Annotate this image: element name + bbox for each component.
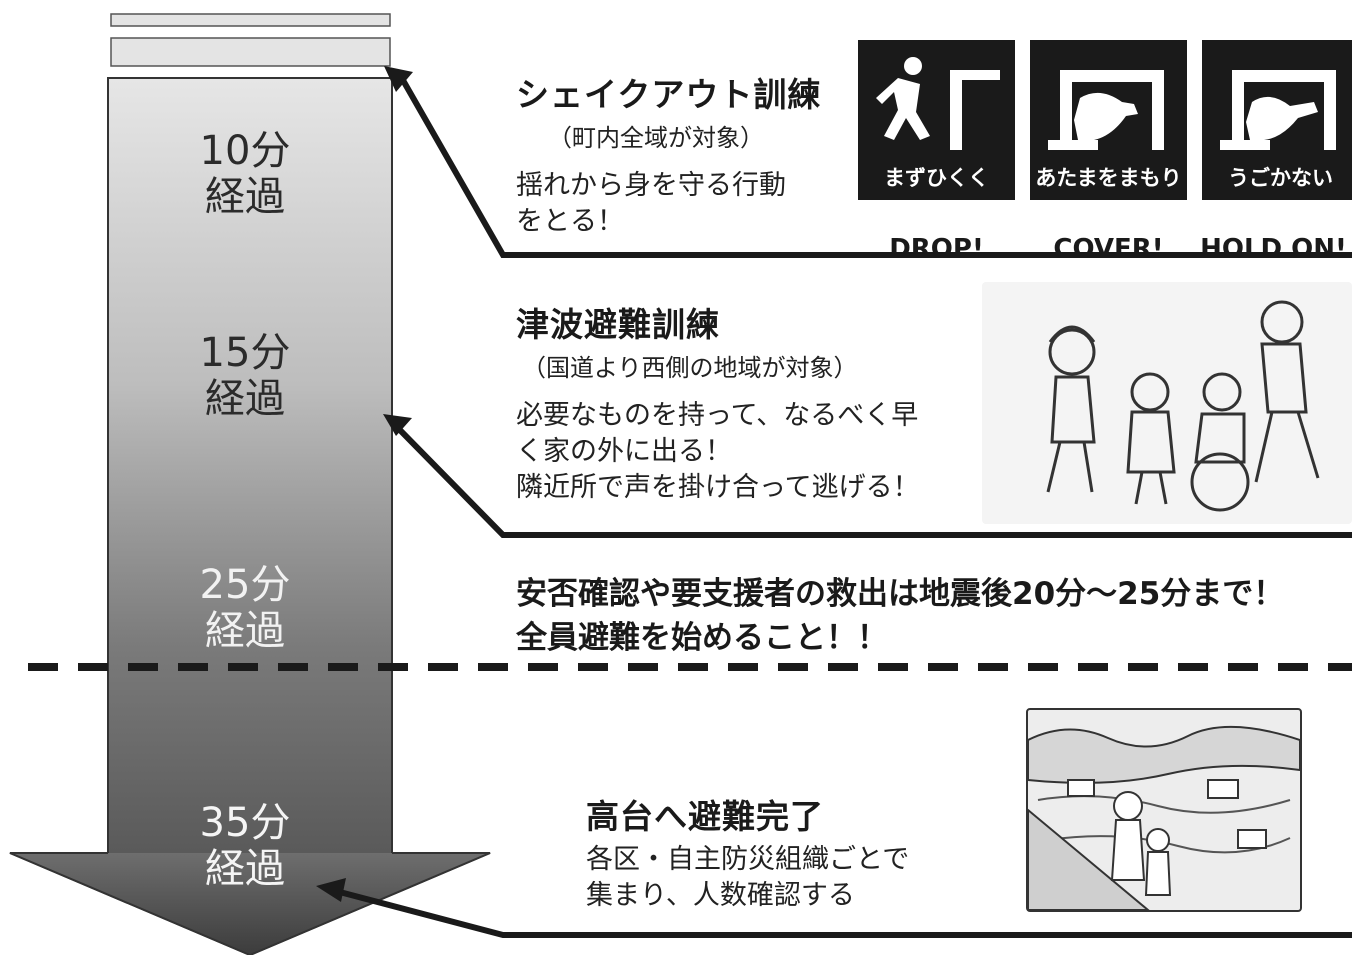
shakeout-title: シェイクアウト訓練 xyxy=(516,75,822,114)
time-minutes: 25分 xyxy=(199,562,291,608)
time-label-35: 35分 経過 xyxy=(110,800,380,892)
cover-sign: あたまをまもり xyxy=(1030,40,1187,200)
shakeout-description: 揺れから身を守る行動 をとる！ xyxy=(516,168,786,240)
arrowhead-icon xyxy=(384,66,413,92)
arrowhead-icon xyxy=(316,878,346,902)
evacuation-title: 高台へ避難完了 xyxy=(586,797,824,836)
connector-shakeout xyxy=(397,73,1352,258)
cover-pictogram-icon xyxy=(1048,70,1164,150)
tsunami-title: 津波避難訓練 xyxy=(516,305,720,344)
hold-on-label: HOLD ON! xyxy=(1200,234,1347,264)
arrow-head xyxy=(9,852,491,955)
time-suffix: 経過 xyxy=(205,608,285,654)
description-line: 揺れから身を守る行動 xyxy=(516,170,786,201)
time-minutes: 10分 xyxy=(199,128,291,174)
time-suffix: 経過 xyxy=(205,174,285,220)
sign-caption: うごかない xyxy=(1228,166,1333,190)
description-line: 各区・自主防災組織ごとで xyxy=(586,844,910,875)
description-line: 必要なものを持って、なるべく早 xyxy=(516,400,919,431)
tsunami-description: 必要なものを持って、なるべく早 く家の外に出る！ 隣近所で声を掛け合って逃げる！ xyxy=(516,398,920,506)
shakeout-target: （町内全域が対象） xyxy=(548,124,764,152)
evacuees-icon xyxy=(1046,300,1320,512)
description-line: 隣近所で声を掛け合って逃げる！ xyxy=(516,472,920,503)
evacuating-people-illustration xyxy=(982,282,1352,524)
description-line: をとる！ xyxy=(516,206,624,237)
tsunami-target: （国道より西側の地域が対象） xyxy=(522,354,858,382)
drop-sign: まずひくく xyxy=(858,40,1015,200)
hold-on-sign: うごかない xyxy=(1202,40,1352,200)
time-minutes: 15分 xyxy=(199,330,291,376)
drop-label: DROP! xyxy=(889,234,984,264)
connector-lines xyxy=(331,73,1352,938)
notice-line-2: 全員避難を始めること！！ xyxy=(516,620,888,656)
arrow-top-stripe xyxy=(110,13,391,27)
time-label-25: 25分 経過 xyxy=(110,562,380,654)
description-line: 集まり、人数確認する xyxy=(586,880,855,911)
notice-line-1: 安否確認や要支援者の救出は地震後20分～25分まで！ xyxy=(516,576,1285,612)
time-label-10: 10分 経過 xyxy=(110,128,380,220)
time-suffix: 経過 xyxy=(205,846,285,892)
time-label-15: 15分 経過 xyxy=(110,330,380,422)
sign-caption: まずひくく xyxy=(884,166,989,190)
sign-caption: あたまをまもり xyxy=(1035,166,1182,190)
evacuation-description: 各区・自主防災組織ごとで 集まり、人数確認する xyxy=(586,842,909,914)
connector-evacuation xyxy=(331,887,1352,938)
time-suffix: 経過 xyxy=(205,376,285,422)
arrowhead-icon xyxy=(383,414,412,436)
arrow-top-stripe xyxy=(110,37,391,67)
description-line: く家の外に出る！ xyxy=(516,436,732,467)
time-minutes: 35分 xyxy=(199,800,291,846)
connector-tsunami xyxy=(392,422,1352,538)
tsunami-scene-icon xyxy=(1027,725,1301,911)
hold-on-pictogram-icon xyxy=(1220,70,1336,150)
cover-label: COVER! xyxy=(1053,234,1164,264)
drop-pictogram-icon xyxy=(876,57,1000,150)
tsunami-hilltop-illustration xyxy=(1026,708,1302,912)
